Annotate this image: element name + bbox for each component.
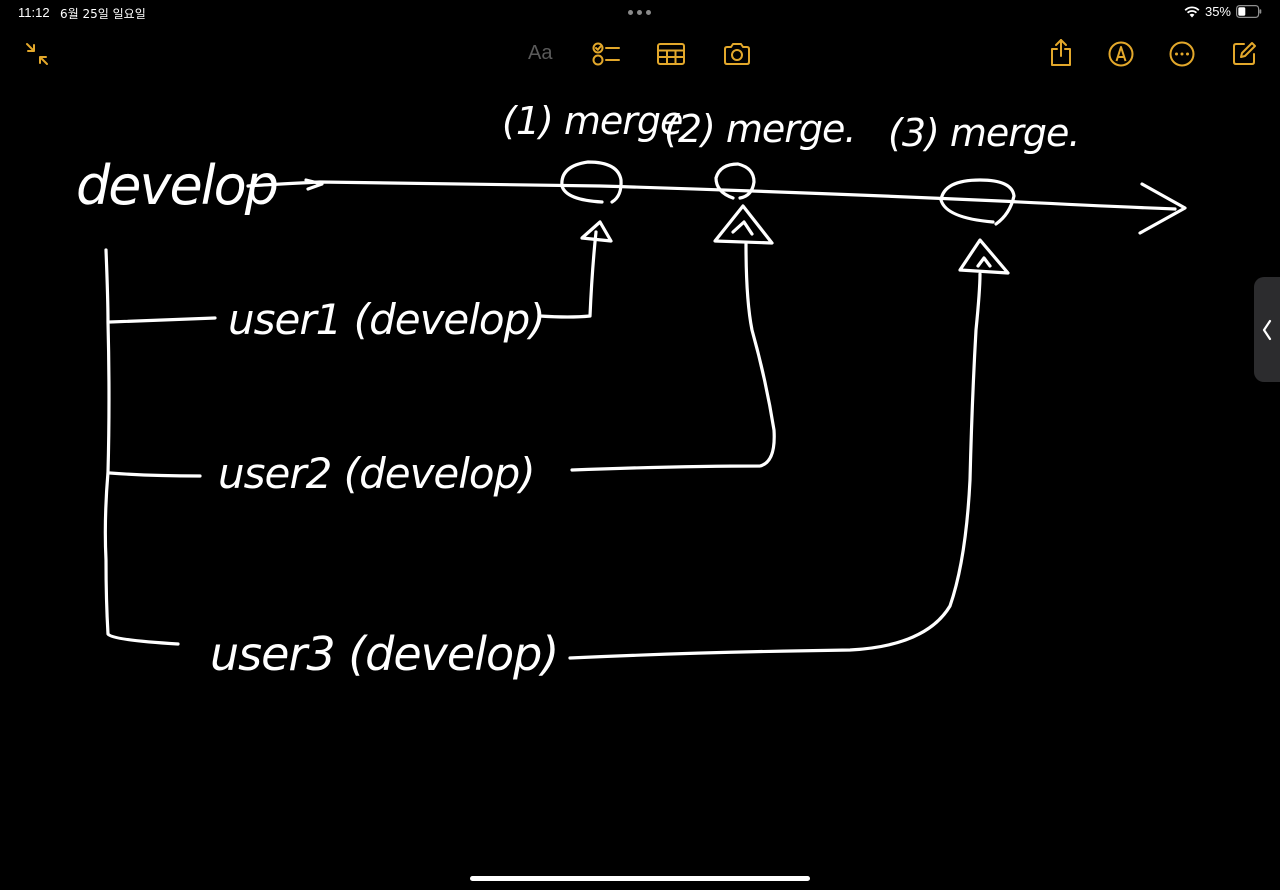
- battery-percentage: 35%: [1204, 4, 1231, 19]
- timeline-arrowhead: [1138, 182, 1187, 235]
- user3-merge-path: [568, 272, 982, 660]
- share-icon[interactable]: [1048, 38, 1074, 68]
- checklist-icon[interactable]: [591, 40, 621, 68]
- status-date: 6월 25일 일요일: [60, 7, 146, 21]
- multitasking-dots[interactable]: [628, 10, 651, 15]
- markup-icon[interactable]: [1107, 40, 1135, 68]
- merge-point-2: [714, 162, 756, 200]
- branch-label-user1: user1 (develop): [228, 295, 545, 344]
- merge-point-3: [939, 178, 1016, 226]
- branch-user2-connector: [108, 471, 202, 478]
- user2-merge-path: [570, 242, 776, 472]
- status-right: 35%: [1184, 4, 1262, 19]
- merge-label-1: (1) merge: [502, 99, 682, 143]
- status-bar: 11:12 6월 25일 일요일 35%: [0, 0, 1280, 26]
- merge-arrow-3: [958, 238, 1010, 275]
- merge-label-2: (2) merge.: [664, 107, 856, 151]
- branch-user1-connector: [108, 316, 217, 324]
- merge-arrow-2: [713, 204, 774, 245]
- side-panel-tab[interactable]: [1254, 277, 1280, 382]
- develop-timeline-line: [246, 180, 1177, 211]
- merge-label-3: (3) merge.: [888, 111, 1080, 155]
- battery-icon: [1236, 5, 1262, 18]
- more-icon[interactable]: [1168, 40, 1196, 68]
- compose-icon[interactable]: [1230, 40, 1258, 68]
- home-indicator[interactable]: [470, 876, 810, 881]
- table-icon[interactable]: [656, 41, 686, 67]
- camera-icon[interactable]: [722, 41, 752, 67]
- text-format-button[interactable]: Aa: [528, 42, 553, 64]
- merge-point-1: [560, 160, 623, 204]
- wifi-icon: [1184, 5, 1200, 17]
- collapse-icon[interactable]: [23, 40, 51, 68]
- branch-label-user2: user2 (develop): [218, 449, 535, 498]
- chevron-left-icon: [1262, 319, 1272, 340]
- status-time: 11:12: [18, 5, 50, 20]
- develop-label: develop: [76, 154, 277, 217]
- branch-label-user3: user3 (develop): [210, 627, 558, 681]
- branch-trunk: [103, 248, 180, 646]
- user1-merge-path: [538, 230, 598, 319]
